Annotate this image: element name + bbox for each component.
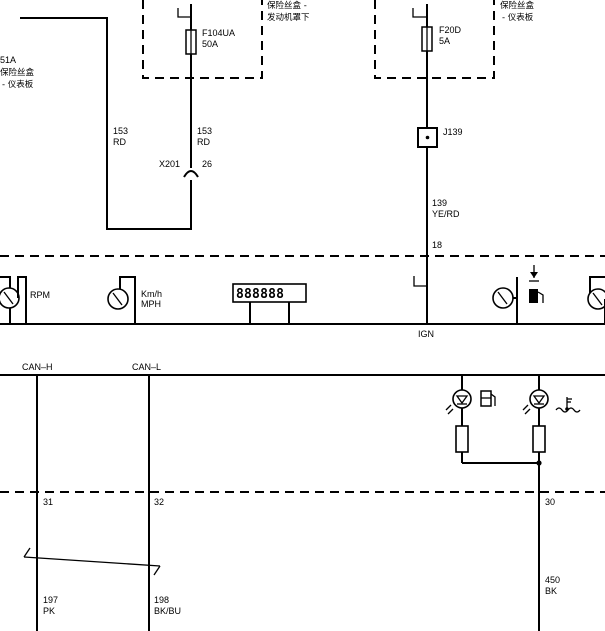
odometer-digits: 888888	[236, 287, 284, 302]
coolant-temp-icon	[555, 397, 581, 413]
right-gauge-icon	[587, 288, 605, 310]
connector-x201-name: X201	[159, 159, 180, 169]
wire-197-num: 197	[43, 595, 58, 605]
ign-internal-marker	[413, 276, 427, 287]
pin-32: 32	[154, 497, 164, 507]
fuse-box-f104ua: 保险丝盒 - 发动机罩下 F104UA 50A	[142, 0, 310, 79]
led-resistor-icon	[455, 425, 469, 453]
led-icon	[452, 389, 472, 409]
pin-30: 30	[545, 497, 555, 507]
rpm-label: RPM	[30, 290, 50, 300]
fuse-f20d-bus-stub	[412, 8, 427, 18]
wire-139: J139 139 YE/RD 18	[417, 51, 463, 324]
led-resistor-icon	[532, 425, 546, 453]
wire-153-left-color: RD	[113, 137, 126, 147]
led-icon	[529, 389, 549, 409]
pin-31: 31	[43, 497, 53, 507]
fuse-f104ua-bus-stub	[177, 8, 191, 18]
can-h-label: CAN–H	[22, 362, 53, 372]
fuse-f20d-name: F20D	[439, 25, 462, 35]
wire-198-num: 198	[154, 595, 169, 605]
splice-dot	[536, 460, 542, 466]
connector-x201-symbol	[183, 170, 199, 178]
fuse-box-f20d-outline	[374, 0, 495, 79]
ign-label: IGN	[418, 329, 434, 339]
fuse-f20d-rating: 5A	[439, 36, 450, 46]
fuse-box-f20d-label-2: - 仪表板	[502, 12, 534, 23]
wire-450-color: BK	[545, 586, 557, 596]
junction-j139-dot	[425, 135, 430, 140]
fuse-f104ua-rating: 50A	[202, 39, 218, 49]
junction-j139-name: J139	[443, 127, 463, 137]
left-fuse-box-label-2: - 仪表板	[2, 79, 34, 90]
gauge-right-partial	[587, 276, 605, 324]
can-l-label: CAN–L	[132, 362, 161, 372]
gauge-fuel	[492, 265, 544, 324]
fuse-box-f20d-label-1: 保险丝盒	[500, 0, 535, 11]
fuse-box-f104ua-label-2: 发动机罩下	[267, 12, 310, 23]
wire-139-color: YE/RD	[432, 209, 460, 219]
twisted-pair-marker	[23, 547, 161, 576]
left-fuse-box-label-1: 保险丝盒	[0, 67, 35, 78]
wire-153-right-num: 153	[197, 126, 212, 136]
fuel-pump-icon	[529, 289, 538, 303]
wire-153: 153 RD 153 RD X201 26	[20, 17, 212, 230]
wire-197-color: PK	[43, 606, 55, 616]
gauge-speedometer: Km/h MPH	[107, 276, 162, 324]
wire-450-num: 450	[545, 575, 560, 585]
wire-153-right-color: RD	[197, 137, 210, 147]
fuse-box-f104ua-outline	[142, 0, 263, 79]
gauge-rpm: RPM	[17, 276, 50, 324]
left-fuse-name: 51A	[0, 55, 16, 65]
connector-x201-pin: 26	[202, 159, 212, 169]
fuse-box-f20d: 保险丝盒 - 仪表板 F20D 5A	[374, 0, 535, 79]
wire-198-color: BK/BU	[154, 606, 181, 616]
left-fuse-box-fragment: 51A 保险丝盒 - 仪表板	[0, 55, 35, 90]
gauge-icon	[0, 287, 20, 309]
led-coolant-indicator	[522, 375, 581, 631]
pin-18: 18	[432, 240, 442, 250]
wire-153-left-run	[20, 17, 192, 230]
gauge-left-partial	[0, 276, 20, 324]
odometer-frame	[232, 283, 307, 303]
odometer-display: 888888	[232, 283, 307, 324]
led-low-fuel-indicator	[445, 375, 496, 463]
speed-label-mph: MPH	[141, 299, 161, 309]
wire-153-left-num: 153	[113, 126, 128, 136]
fuse-f104ua-name: F104UA	[202, 28, 235, 38]
wire-139-num: 139	[432, 198, 447, 208]
speed-label-kmh: Km/h	[141, 289, 162, 299]
fuse-box-f104ua-label-1: 保险丝盒 -	[267, 0, 307, 11]
